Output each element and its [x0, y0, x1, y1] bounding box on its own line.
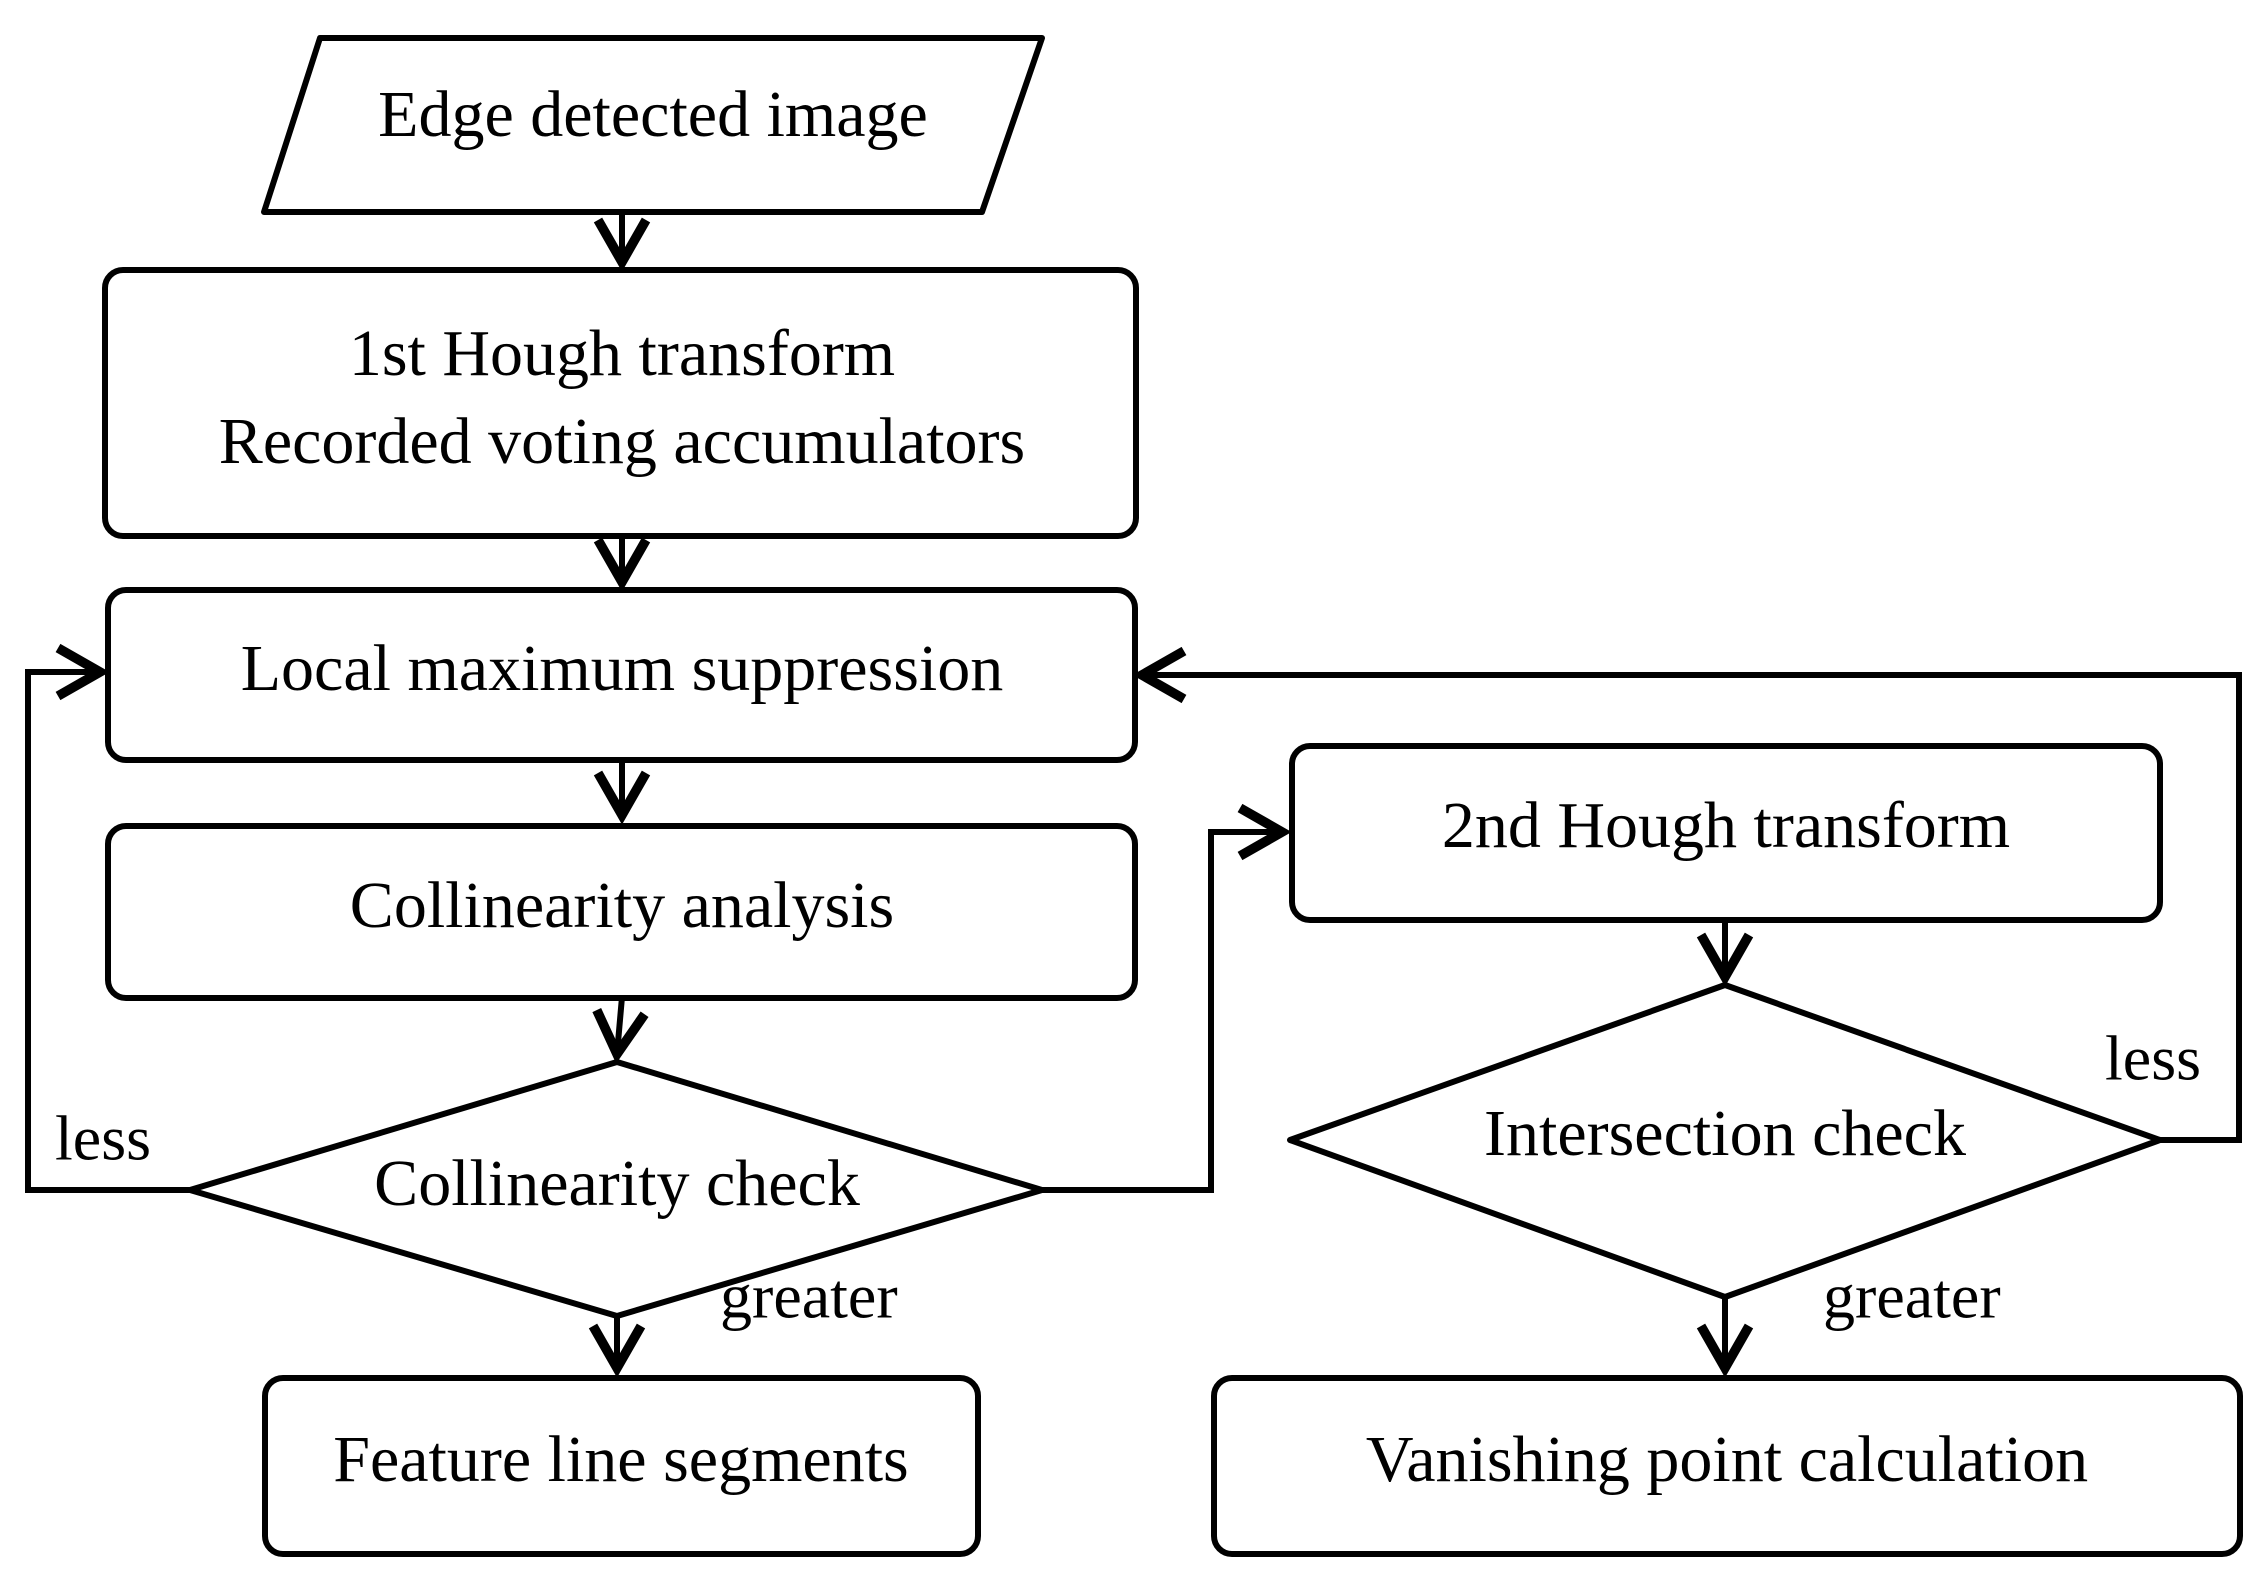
- node-collinearity-label: Collinearity analysis: [350, 869, 894, 942]
- node-collinearity-check-label: Collinearity check: [374, 1147, 860, 1220]
- node-lms: Local maximum suppression: [105, 587, 1138, 763]
- node-hough2: 2nd Hough transform: [1289, 743, 2163, 923]
- edge-label-collinearity-less: less: [55, 1103, 151, 1174]
- node-intersection-check: Intersection check: [1287, 982, 2163, 1300]
- edge-label-collinearity-greater: greater: [720, 1261, 898, 1332]
- node-hough1: 1st Hough transform Recorded voting accu…: [102, 267, 1139, 539]
- node-vanishing-point: Vanishing point calculation: [1211, 1375, 2243, 1557]
- arrow-check-less-to-lms: [25, 643, 190, 1193]
- node-collinearity-check: Collinearity check: [187, 1059, 1045, 1319]
- node-lms-label: Local maximum suppression: [241, 632, 1004, 705]
- node-hough1-line1: 1st Hough transform: [349, 317, 895, 390]
- edge-label-intersection-greater: greater: [1823, 1261, 2001, 1332]
- arrow-collinearity-to-check: [592, 996, 649, 1064]
- node-input-label: Edge detected image: [378, 78, 928, 151]
- node-feature-segments-label: Feature line segments: [333, 1423, 909, 1496]
- node-hough1-line2: Recorded voting accumulators: [219, 405, 1025, 478]
- node-vanishing-point-label: Vanishing point calculation: [1366, 1423, 2088, 1496]
- node-input: Edge detected image: [261, 35, 1045, 215]
- node-feature-segments: Feature line segments: [262, 1375, 981, 1557]
- arrow-intersection-less-to-lms: [1132, 646, 2242, 1143]
- arrow-check-greater-to-hough2: [1042, 803, 1292, 1193]
- edge-label-intersection-less: less: [2105, 1023, 2201, 1094]
- connectors: [25, 213, 2242, 1378]
- node-intersection-check-label: Intersection check: [1484, 1097, 1966, 1170]
- node-collinearity: Collinearity analysis: [105, 823, 1138, 1001]
- node-hough2-label: 2nd Hough transform: [1442, 789, 2010, 862]
